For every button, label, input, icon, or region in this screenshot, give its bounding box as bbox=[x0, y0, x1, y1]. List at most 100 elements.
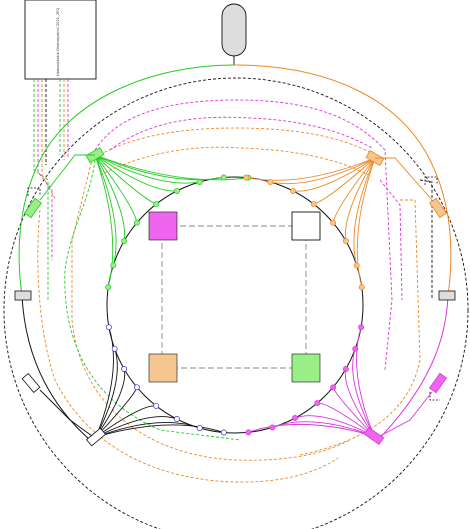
magenta-ring-node bbox=[292, 415, 299, 421]
orange-ring-node bbox=[290, 188, 297, 194]
green-ring-node bbox=[133, 219, 140, 226]
side-sensors bbox=[14, 197, 456, 394]
magenta-ring-node bbox=[352, 345, 359, 352]
green-fan-wire bbox=[94, 154, 177, 192]
right-bracket bbox=[424, 176, 438, 185]
black-hub bbox=[85, 427, 107, 447]
sensor-links bbox=[39, 154, 433, 437]
black-fan-wire bbox=[95, 368, 126, 438]
bottom-right-block bbox=[291, 353, 321, 383]
orange-dashed-loop-2 bbox=[37, 209, 339, 483]
right-magenta-sensor bbox=[429, 372, 447, 394]
header-box-label: Upasvojaakie Dhamayakhii 2021_2FQ bbox=[56, 8, 60, 76]
orange-ring-node bbox=[353, 262, 360, 269]
top-left-block bbox=[148, 211, 178, 241]
orange-ring-node bbox=[330, 219, 337, 226]
header-wires bbox=[33, 79, 69, 300]
black-fan-wire bbox=[95, 387, 138, 438]
fan-wires bbox=[94, 154, 376, 438]
magenta-fan-wire bbox=[352, 348, 375, 437]
black-ring-node bbox=[111, 345, 118, 352]
top-right-block bbox=[291, 211, 321, 241]
bottom-left-block bbox=[148, 353, 178, 383]
inner-ring bbox=[106, 176, 364, 434]
black-fan-wire bbox=[95, 327, 114, 438]
corner-hubs bbox=[85, 146, 385, 447]
green-ring-node bbox=[121, 238, 128, 244]
header-wire bbox=[41, 79, 57, 201]
magenta-dashed-right bbox=[379, 179, 403, 301]
black-ring-node bbox=[153, 402, 160, 409]
orange-dashed-loop-3 bbox=[99, 146, 369, 176]
magenta-fan-wire bbox=[272, 421, 375, 437]
green-fan-wire bbox=[94, 154, 114, 288]
orange-ring-node bbox=[342, 238, 349, 244]
green-outer-arc bbox=[18, 64, 235, 297]
orange-fan-wire bbox=[313, 157, 376, 205]
right-connector bbox=[438, 290, 456, 301]
black-sensor-link bbox=[39, 389, 93, 437]
magenta-sensor-link bbox=[379, 391, 433, 437]
green-fan-wire bbox=[94, 154, 138, 223]
header-box: Upasvojaakie Dhamayakhii 2021_2FQ bbox=[24, 0, 97, 80]
green-fan-wire bbox=[94, 154, 249, 181]
orange-dashed-loop bbox=[71, 127, 376, 461]
magenta-ring-node bbox=[358, 324, 365, 331]
black-dashed-loop bbox=[419, 179, 433, 300]
orange-fan-wire bbox=[270, 157, 376, 185]
orange-outer-arc bbox=[233, 64, 452, 297]
orange-fan-wire bbox=[332, 157, 376, 223]
dashed-loops bbox=[37, 99, 433, 483]
black-ring-node bbox=[121, 366, 128, 372]
top-device bbox=[221, 3, 247, 65]
green-ring-node bbox=[220, 174, 227, 181]
black-ring-node bbox=[196, 425, 203, 431]
green-fan-wire bbox=[94, 154, 157, 205]
outer-ring bbox=[3, 77, 469, 529]
magenta-fan-wire bbox=[294, 415, 375, 437]
black-ring-node bbox=[220, 429, 227, 436]
orange-fan-wire bbox=[356, 157, 376, 288]
left-green-sensor bbox=[24, 197, 42, 219]
green-ring-node bbox=[173, 188, 180, 194]
green-ring-node bbox=[153, 201, 160, 208]
green-ring-node bbox=[196, 179, 203, 185]
magenta-fan-wire bbox=[356, 327, 375, 437]
right-bottom-bracket bbox=[429, 392, 440, 401]
header-wire bbox=[37, 79, 53, 260]
orange-ring-node bbox=[310, 201, 317, 208]
black-fan-wire bbox=[95, 416, 178, 438]
magenta-fan-wire bbox=[344, 368, 375, 437]
orange-sensor-link bbox=[375, 157, 433, 201]
black-ring-node bbox=[105, 324, 112, 331]
header-wire bbox=[33, 79, 49, 300]
orange-fan-wire bbox=[293, 157, 376, 192]
green-ring-node bbox=[105, 284, 112, 291]
black-fan-wire bbox=[95, 424, 224, 438]
orange-fan-wire bbox=[344, 157, 376, 242]
magenta-ring-node bbox=[269, 424, 276, 431]
black-fan-wire bbox=[95, 348, 118, 438]
center-blocks bbox=[148, 211, 321, 383]
green-ring-node bbox=[110, 262, 117, 269]
black-left-arc bbox=[21, 295, 91, 441]
magenta-ring-node bbox=[245, 429, 252, 436]
ring-nodes bbox=[105, 174, 365, 436]
magenta-ring-node bbox=[314, 400, 321, 407]
right-orange-sensor bbox=[429, 197, 447, 219]
orange-fan-wire bbox=[353, 157, 376, 266]
orange-ring-node bbox=[267, 179, 274, 185]
left-connector bbox=[14, 290, 32, 301]
orange-ring-node bbox=[243, 174, 250, 181]
black-ring-node bbox=[173, 416, 180, 422]
orange-ring-node bbox=[358, 284, 365, 291]
orange-dashed-right bbox=[299, 199, 421, 456]
green-sensor-link bbox=[39, 154, 95, 201]
magenta-fan-wire bbox=[317, 402, 375, 437]
green-fan-wire bbox=[94, 154, 200, 184]
green-fan-wire bbox=[94, 154, 224, 181]
magenta-right-arc bbox=[377, 295, 449, 441]
magenta-dashed-loop-2 bbox=[109, 116, 373, 151]
magenta-fan-wire bbox=[248, 423, 375, 437]
sensor-brackets bbox=[27, 176, 440, 401]
